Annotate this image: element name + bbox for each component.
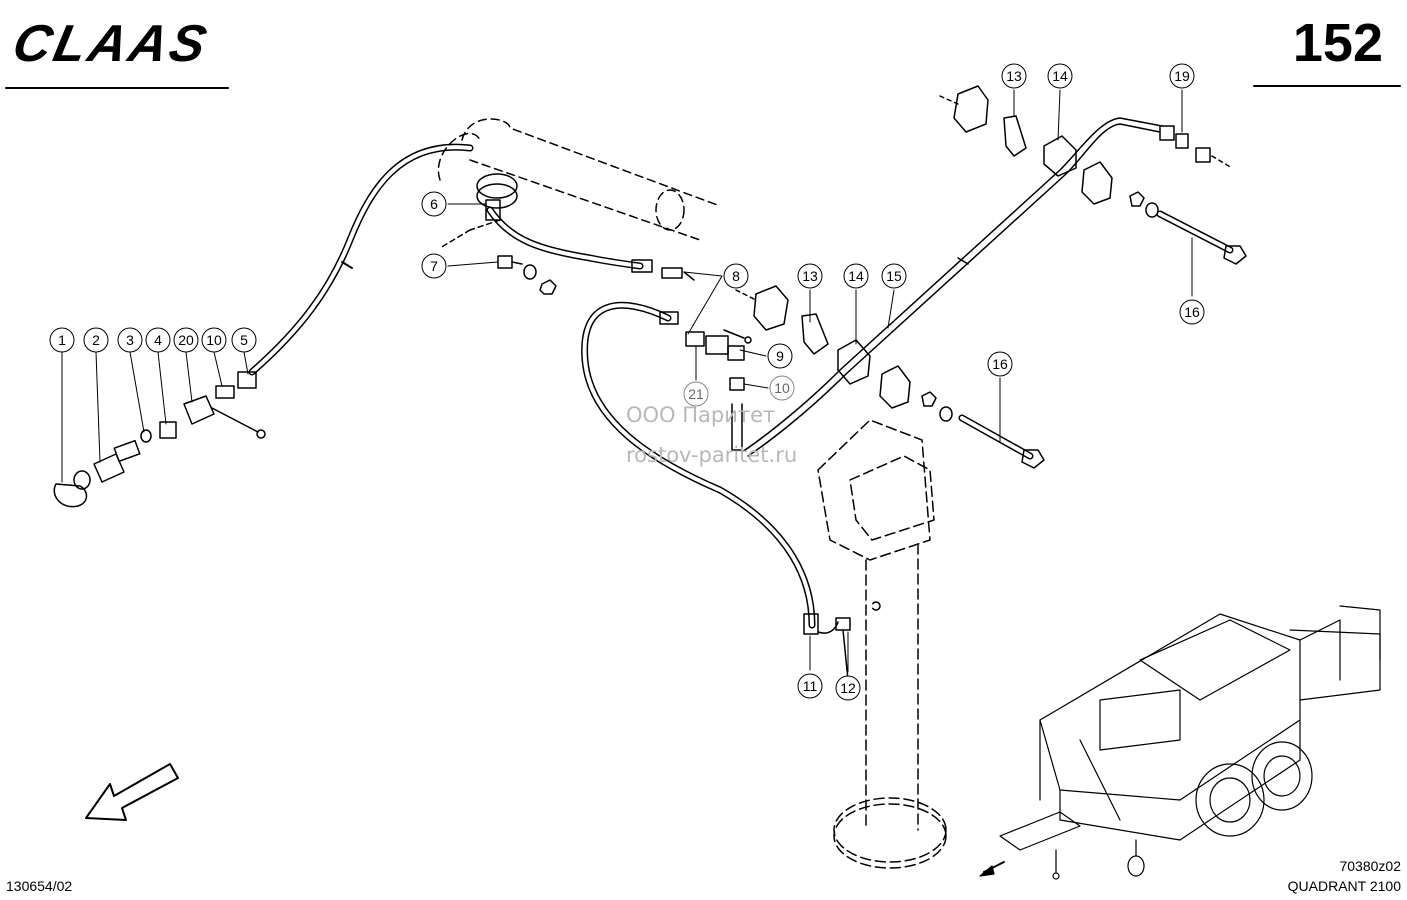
callout-7: 7 [421, 253, 447, 279]
callout-6: 6 [421, 191, 447, 217]
callout-label: 21 [688, 386, 704, 402]
callout-3: 3 [117, 327, 143, 353]
callout-label: 16 [1184, 304, 1200, 320]
callouts: 1 2 3 4 20 10 5 6 7 8 9 10 21 11 12 13 1… [49, 63, 1205, 701]
callout-label: 1 [58, 332, 66, 348]
callout-label: 15 [886, 268, 902, 284]
support-column [817, 419, 947, 869]
fitting-part-8 [631, 259, 695, 281]
fitting-part-12 [835, 617, 851, 681]
callout-2: 2 [83, 327, 109, 353]
callout-21: 21 [683, 381, 709, 407]
callout-label: 5 [240, 332, 248, 348]
callout-13a: 13 [797, 263, 823, 289]
callout-10a: 10 [201, 327, 227, 353]
callout-5: 5 [231, 327, 257, 353]
page-number: 152 [1292, 13, 1383, 73]
hose-upper-left [248, 143, 474, 376]
baler-thumbnail [979, 605, 1381, 880]
callout-label: 19 [1174, 68, 1190, 84]
callout-14b: 14 [1047, 63, 1073, 89]
callout-label: 14 [848, 268, 864, 284]
coupling-assembly-left [53, 371, 266, 508]
hose-lower [581, 301, 839, 635]
watermark-company: ООО Паритет [626, 403, 776, 427]
direction-arrow [85, 763, 179, 821]
callout-label: 11 [803, 678, 818, 694]
model-name: QUADRANT 2100 [1287, 878, 1401, 894]
callout-label: 13 [1006, 68, 1022, 84]
leader-lines [61, 89, 1193, 673]
valve-block-parts-9-21 [685, 329, 752, 451]
callout-label: 12 [840, 680, 856, 696]
callout-13b: 13 [1001, 63, 1027, 89]
callout-20: 20 [173, 327, 199, 353]
callout-11: 11 [797, 673, 823, 699]
steel-pipe-part-15 [741, 117, 1163, 457]
hose-clamp-to-fitting [486, 206, 644, 270]
callout-1: 1 [49, 327, 75, 353]
bolt-part-7 [497, 255, 557, 295]
callout-label: 10 [774, 380, 790, 396]
callout-label: 2 [92, 332, 100, 348]
callout-19: 19 [1169, 63, 1195, 89]
drawing-code: 130654/02 [6, 878, 73, 894]
callout-label: 8 [732, 268, 740, 284]
callout-9: 9 [767, 343, 793, 369]
coupling-part-19 [1159, 125, 1233, 169]
callout-16a: 16 [1179, 299, 1205, 325]
callout-15: 15 [881, 263, 907, 289]
callout-label: 10 [206, 332, 222, 348]
callout-label: 20 [178, 332, 194, 348]
clamp-part-6 [439, 173, 518, 249]
callout-14a: 14 [843, 263, 869, 289]
watermark-url: rostov-paritet.ru [626, 443, 798, 467]
callout-label: 16 [992, 356, 1008, 372]
callout-label: 7 [430, 258, 438, 274]
callout-label: 9 [776, 348, 784, 364]
callout-8: 8 [723, 263, 749, 289]
clamp-assembly-upper [939, 85, 1247, 265]
callout-12: 12 [835, 675, 861, 701]
callout-label: 3 [126, 332, 134, 348]
callout-label: 14 [1052, 68, 1068, 84]
callout-4: 4 [145, 327, 171, 353]
callout-label: 4 [154, 332, 162, 348]
clamp-assembly-lower [735, 285, 1045, 469]
callout-label: 6 [430, 196, 438, 212]
callout-10b: 10 [769, 375, 795, 401]
figure-code: 70380z02 [1339, 858, 1401, 874]
callout-16b: 16 [987, 351, 1013, 377]
callout-label: 13 [802, 268, 818, 284]
dashed-rail [437, 118, 721, 241]
